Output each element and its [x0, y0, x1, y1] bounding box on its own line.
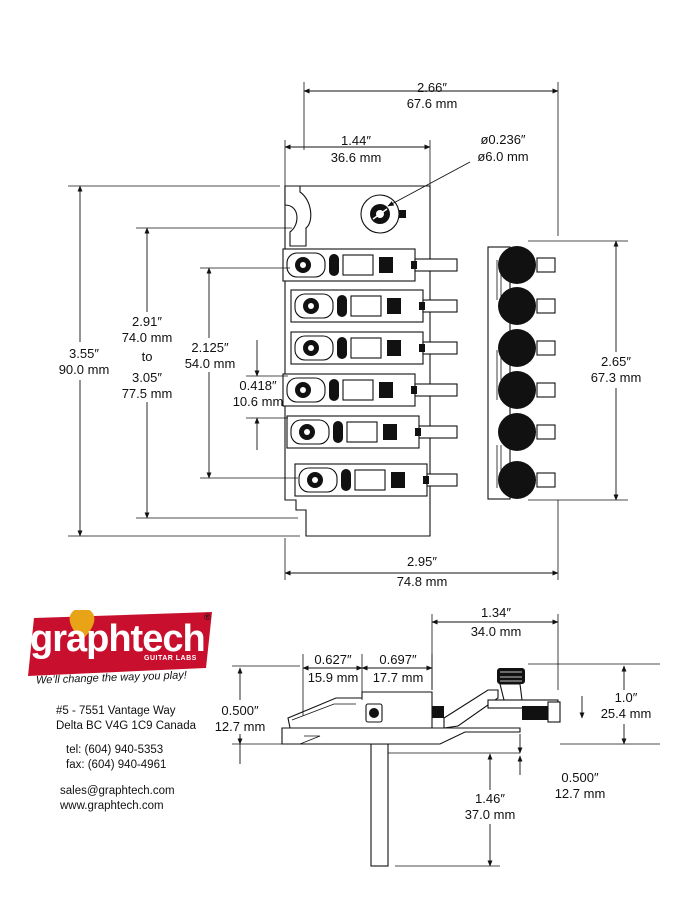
fine-tuner-knob-2 [498, 287, 556, 325]
logo-sub: GUITAR LABS [144, 655, 197, 662]
dim-overall-height-in: 3.55″ [69, 346, 99, 361]
fine-tuner-knob-5 [498, 413, 556, 451]
dim-saddle-b-mm: 17.7 mm [373, 670, 424, 685]
dim-top-width-mm: 67.6 mm [407, 96, 458, 111]
dim-string-spread-to: to [142, 349, 153, 364]
side-saddle [287, 691, 433, 729]
dim-saddle-spacing-mm: 10.6 mm [233, 394, 284, 409]
fine-tuner-knob-6 [498, 461, 556, 499]
dim-side-height-mm: 12.7 mm [215, 719, 266, 734]
fine-tuner-knob-1 [498, 246, 556, 284]
address-line-2: Delta BC V4G 1C9 Canada [56, 720, 196, 732]
side-view: 1.34″ 34.0 mm 0.627″ 15.9 mm 0.697″ 17.7… [212, 605, 660, 867]
dim-string-spread-mm: 74.0 mm [122, 330, 173, 345]
dim-block-length-mm: 37.0 mm [465, 807, 516, 822]
dim-string-spread-in: 2.91″ [132, 314, 162, 329]
dim-overall-width-mm: 74.8 mm [397, 574, 448, 589]
tel-line: tel: (604) 940-5353 [66, 744, 164, 756]
dim-overall-height-mm: 90.0 mm [59, 362, 110, 377]
sustain-block [370, 743, 389, 867]
dim-hole-diameter-in: ø0.236″ [480, 132, 525, 147]
fax-line: fax: (604) 940-4961 [66, 759, 167, 771]
dim-base-height-in: 0.500″ [561, 770, 599, 785]
dim-saddle-a-in: 0.627″ [314, 652, 352, 667]
saddle-1 [282, 248, 458, 282]
saddle-4 [282, 373, 458, 407]
dim-tail-height-in: 1.0″ [615, 690, 638, 705]
saddle-2 [290, 289, 458, 323]
dim-side-height-in: 0.500″ [221, 703, 259, 718]
graphtech-logo: graphtech ® GUITAR LABS We’ll change the… [26, 610, 216, 690]
dim-hole-offset-mm: 36.6 mm [331, 150, 382, 165]
side-tail-block [522, 706, 552, 720]
dim-overall-width-in: 2.95″ [407, 554, 437, 569]
side-tail [443, 689, 499, 729]
logo-registered: ® [204, 612, 211, 622]
mount-notch [284, 185, 312, 247]
dim-tail-height-mm: 25.4 mm [601, 706, 652, 721]
dim-hole-diameter-mm: ø6.0 mm [477, 149, 528, 164]
contact-online: sales@graphtech.com www.graphtech.com [60, 784, 175, 814]
dim-tail-length-mm: 34.0 mm [471, 624, 522, 639]
saddle-6 [294, 463, 458, 497]
contact-phones: tel: (604) 940-5353 fax: (604) 940-4961 [66, 743, 166, 773]
dim-string-spread-mm2: 77.5 mm [122, 386, 173, 401]
address-line-1: #5 - 7551 Vantage Way [56, 705, 176, 717]
saddle-5 [286, 415, 458, 449]
dim-tail-length-in: 1.34″ [481, 605, 511, 620]
dim-saddle-b-in: 0.697″ [379, 652, 417, 667]
dim-saddle-span-mm: 54.0 mm [185, 356, 236, 371]
top-view: 2.66″ 67.6 mm 1.44″ 36.6 mm ø0.236″ ø6.0… [56, 80, 646, 589]
dim-block-length-in: 1.46″ [475, 791, 505, 806]
web-link[interactable]: www.graphtech.com [60, 800, 164, 812]
dim-knob-span-in: 2.65″ [601, 354, 631, 369]
dim-hole-offset-in: 1.44″ [341, 133, 371, 148]
dim-saddle-span-in: 2.125″ [191, 340, 229, 355]
logo-wordmark: graphtech [30, 618, 206, 660]
dim-base-height-mm: 12.7 mm [555, 786, 606, 801]
dim-top-width-in: 2.66″ [417, 80, 447, 95]
fine-tuner-knob-3 [498, 329, 556, 367]
contact-address: #5 - 7551 Vantage Way Delta BC V4G 1C9 C… [56, 704, 196, 734]
dim-knob-span-mm: 67.3 mm [591, 370, 642, 385]
email-link[interactable]: sales@graphtech.com [60, 785, 175, 797]
dim-string-spread-in2: 3.05″ [132, 370, 162, 385]
side-fine-tuner-knob [497, 668, 525, 684]
dim-saddle-a-mm: 15.9 mm [308, 670, 359, 685]
saddle-3 [290, 331, 458, 365]
fine-tuner-knob-4 [498, 371, 556, 409]
dim-saddle-spacing-in: 0.418″ [239, 378, 277, 393]
fine-tuner-plate [487, 246, 511, 500]
